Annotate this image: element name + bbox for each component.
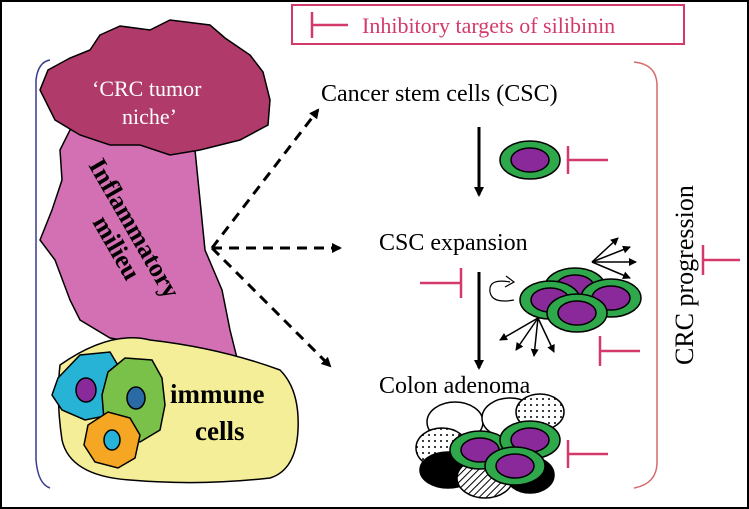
immune-cell-orange: [83, 411, 141, 469]
niche-label-line2: niche’: [122, 104, 177, 129]
tumor-niche-shape: [39, 19, 271, 156]
niche-label-line1: ‘CRC tumor: [92, 76, 202, 101]
immune-label-line1: immune: [170, 379, 265, 409]
inhibit-progression-icon: [701, 245, 740, 275]
legend-box: Inhibitory targets of silibinin: [291, 4, 685, 45]
proliferation-arrows-upper: [591, 237, 637, 279]
adenoma-cell-cluster: [415, 393, 565, 499]
self-renewal-arrow-icon: [489, 280, 515, 302]
inhibit-csc-icon: [566, 146, 608, 174]
left-bracket: [35, 59, 51, 489]
inhibit-adenoma-icon: [566, 440, 608, 468]
stage-adenoma-label: Colon adenoma: [379, 373, 531, 399]
crc-progression-label: CRC progression: [670, 185, 699, 365]
expansion-cell-cluster: [519, 267, 642, 333]
dashed-arrow-to-csc: [210, 108, 320, 249]
inhibit-expansion-icon: [420, 268, 463, 298]
proliferation-arrows-lower: [499, 317, 555, 357]
inhibit-icon: [310, 12, 348, 38]
dashed-arrow-to-adenoma: [210, 246, 332, 368]
csc-cell: [499, 140, 561, 180]
immune-label-line2: cells: [195, 416, 244, 446]
legend-label: Inhibitory targets of silibinin: [362, 13, 615, 38]
stage-csc-label: Cancer stem cells (CSC): [321, 81, 558, 107]
stage-expansion-label: CSC expansion: [379, 230, 528, 256]
inhibit-cluster-icon: [598, 336, 640, 366]
right-bracket: [633, 61, 658, 489]
